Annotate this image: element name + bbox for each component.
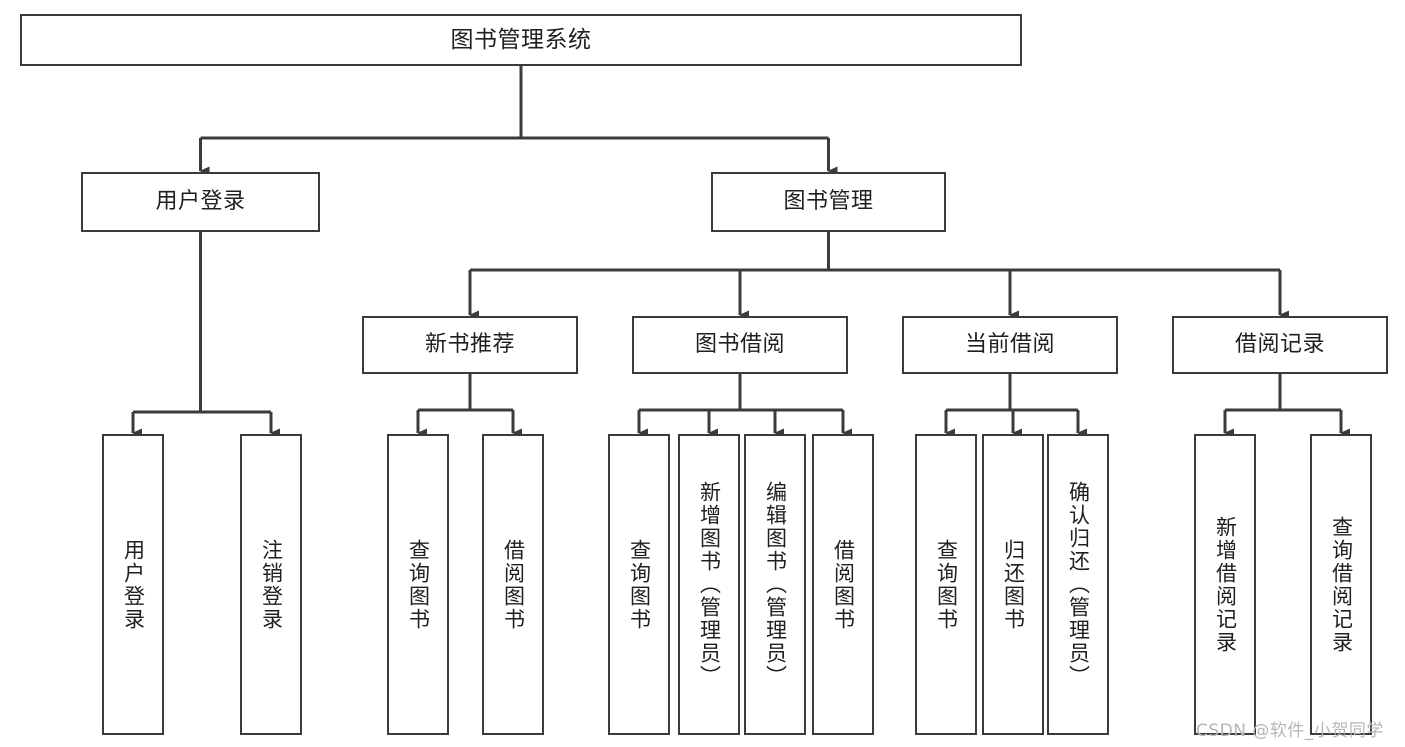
node-label: 用户登录 xyxy=(121,538,146,631)
node-label: 当前借阅 xyxy=(964,332,1055,358)
node-borrow-record[interactable]: 借阅记录 xyxy=(1172,316,1388,374)
node-new-book-rec[interactable]: 新书推荐 xyxy=(362,316,578,374)
node-leaf-edit-book[interactable]: 编辑图书（管理员） xyxy=(744,434,806,735)
node-label: 图书借阅 xyxy=(694,332,785,358)
edge-group xyxy=(131,66,1350,438)
node-label: 新书推荐 xyxy=(424,332,515,358)
node-label: 查询图书 xyxy=(406,538,431,631)
node-label: 查询图书 xyxy=(627,538,652,631)
node-leaf-confirm-return[interactable]: 确认归还（管理员） xyxy=(1047,434,1109,735)
node-label: 确认归还（管理员） xyxy=(1066,481,1091,688)
node-label: 编辑图书（管理员） xyxy=(763,481,788,688)
node-label: 图书管理 xyxy=(783,189,874,215)
node-book-manage[interactable]: 图书管理 xyxy=(711,172,946,232)
node-label: 查询图书 xyxy=(934,538,959,631)
node-label: 查询借阅记录 xyxy=(1329,515,1354,654)
node-label: 注销登录 xyxy=(259,538,284,631)
node-leaf-query-record[interactable]: 查询借阅记录 xyxy=(1310,434,1372,735)
node-label: 借阅图书 xyxy=(831,538,856,631)
node-book-borrow[interactable]: 图书借阅 xyxy=(632,316,848,374)
node-leaf-add-book[interactable]: 新增图书（管理员） xyxy=(678,434,740,735)
node-label: 图书管理系统 xyxy=(450,26,592,53)
node-leaf-query-book-3[interactable]: 查询图书 xyxy=(915,434,977,735)
node-label: 新增借阅记录 xyxy=(1213,515,1238,654)
node-label: 归还图书 xyxy=(1001,538,1026,631)
node-root[interactable]: 图书管理系统 xyxy=(20,14,1022,66)
node-label: 借阅图书 xyxy=(501,538,526,631)
node-label: 用户登录 xyxy=(155,189,246,215)
node-leaf-query-book-1[interactable]: 查询图书 xyxy=(387,434,449,735)
node-leaf-logout[interactable]: 注销登录 xyxy=(240,434,302,735)
node-leaf-add-record[interactable]: 新增借阅记录 xyxy=(1194,434,1256,735)
node-label: 借阅记录 xyxy=(1234,332,1325,358)
node-label: 新增图书（管理员） xyxy=(697,481,722,688)
node-user-login[interactable]: 用户登录 xyxy=(81,172,320,232)
node-current-borrow[interactable]: 当前借阅 xyxy=(902,316,1118,374)
node-leaf-borrow-book-2[interactable]: 借阅图书 xyxy=(812,434,874,735)
node-leaf-user-login[interactable]: 用户登录 xyxy=(102,434,164,735)
node-leaf-return-book[interactable]: 归还图书 xyxy=(982,434,1044,735)
node-leaf-borrow-book-1[interactable]: 借阅图书 xyxy=(482,434,544,735)
node-leaf-query-book-2[interactable]: 查询图书 xyxy=(608,434,670,735)
